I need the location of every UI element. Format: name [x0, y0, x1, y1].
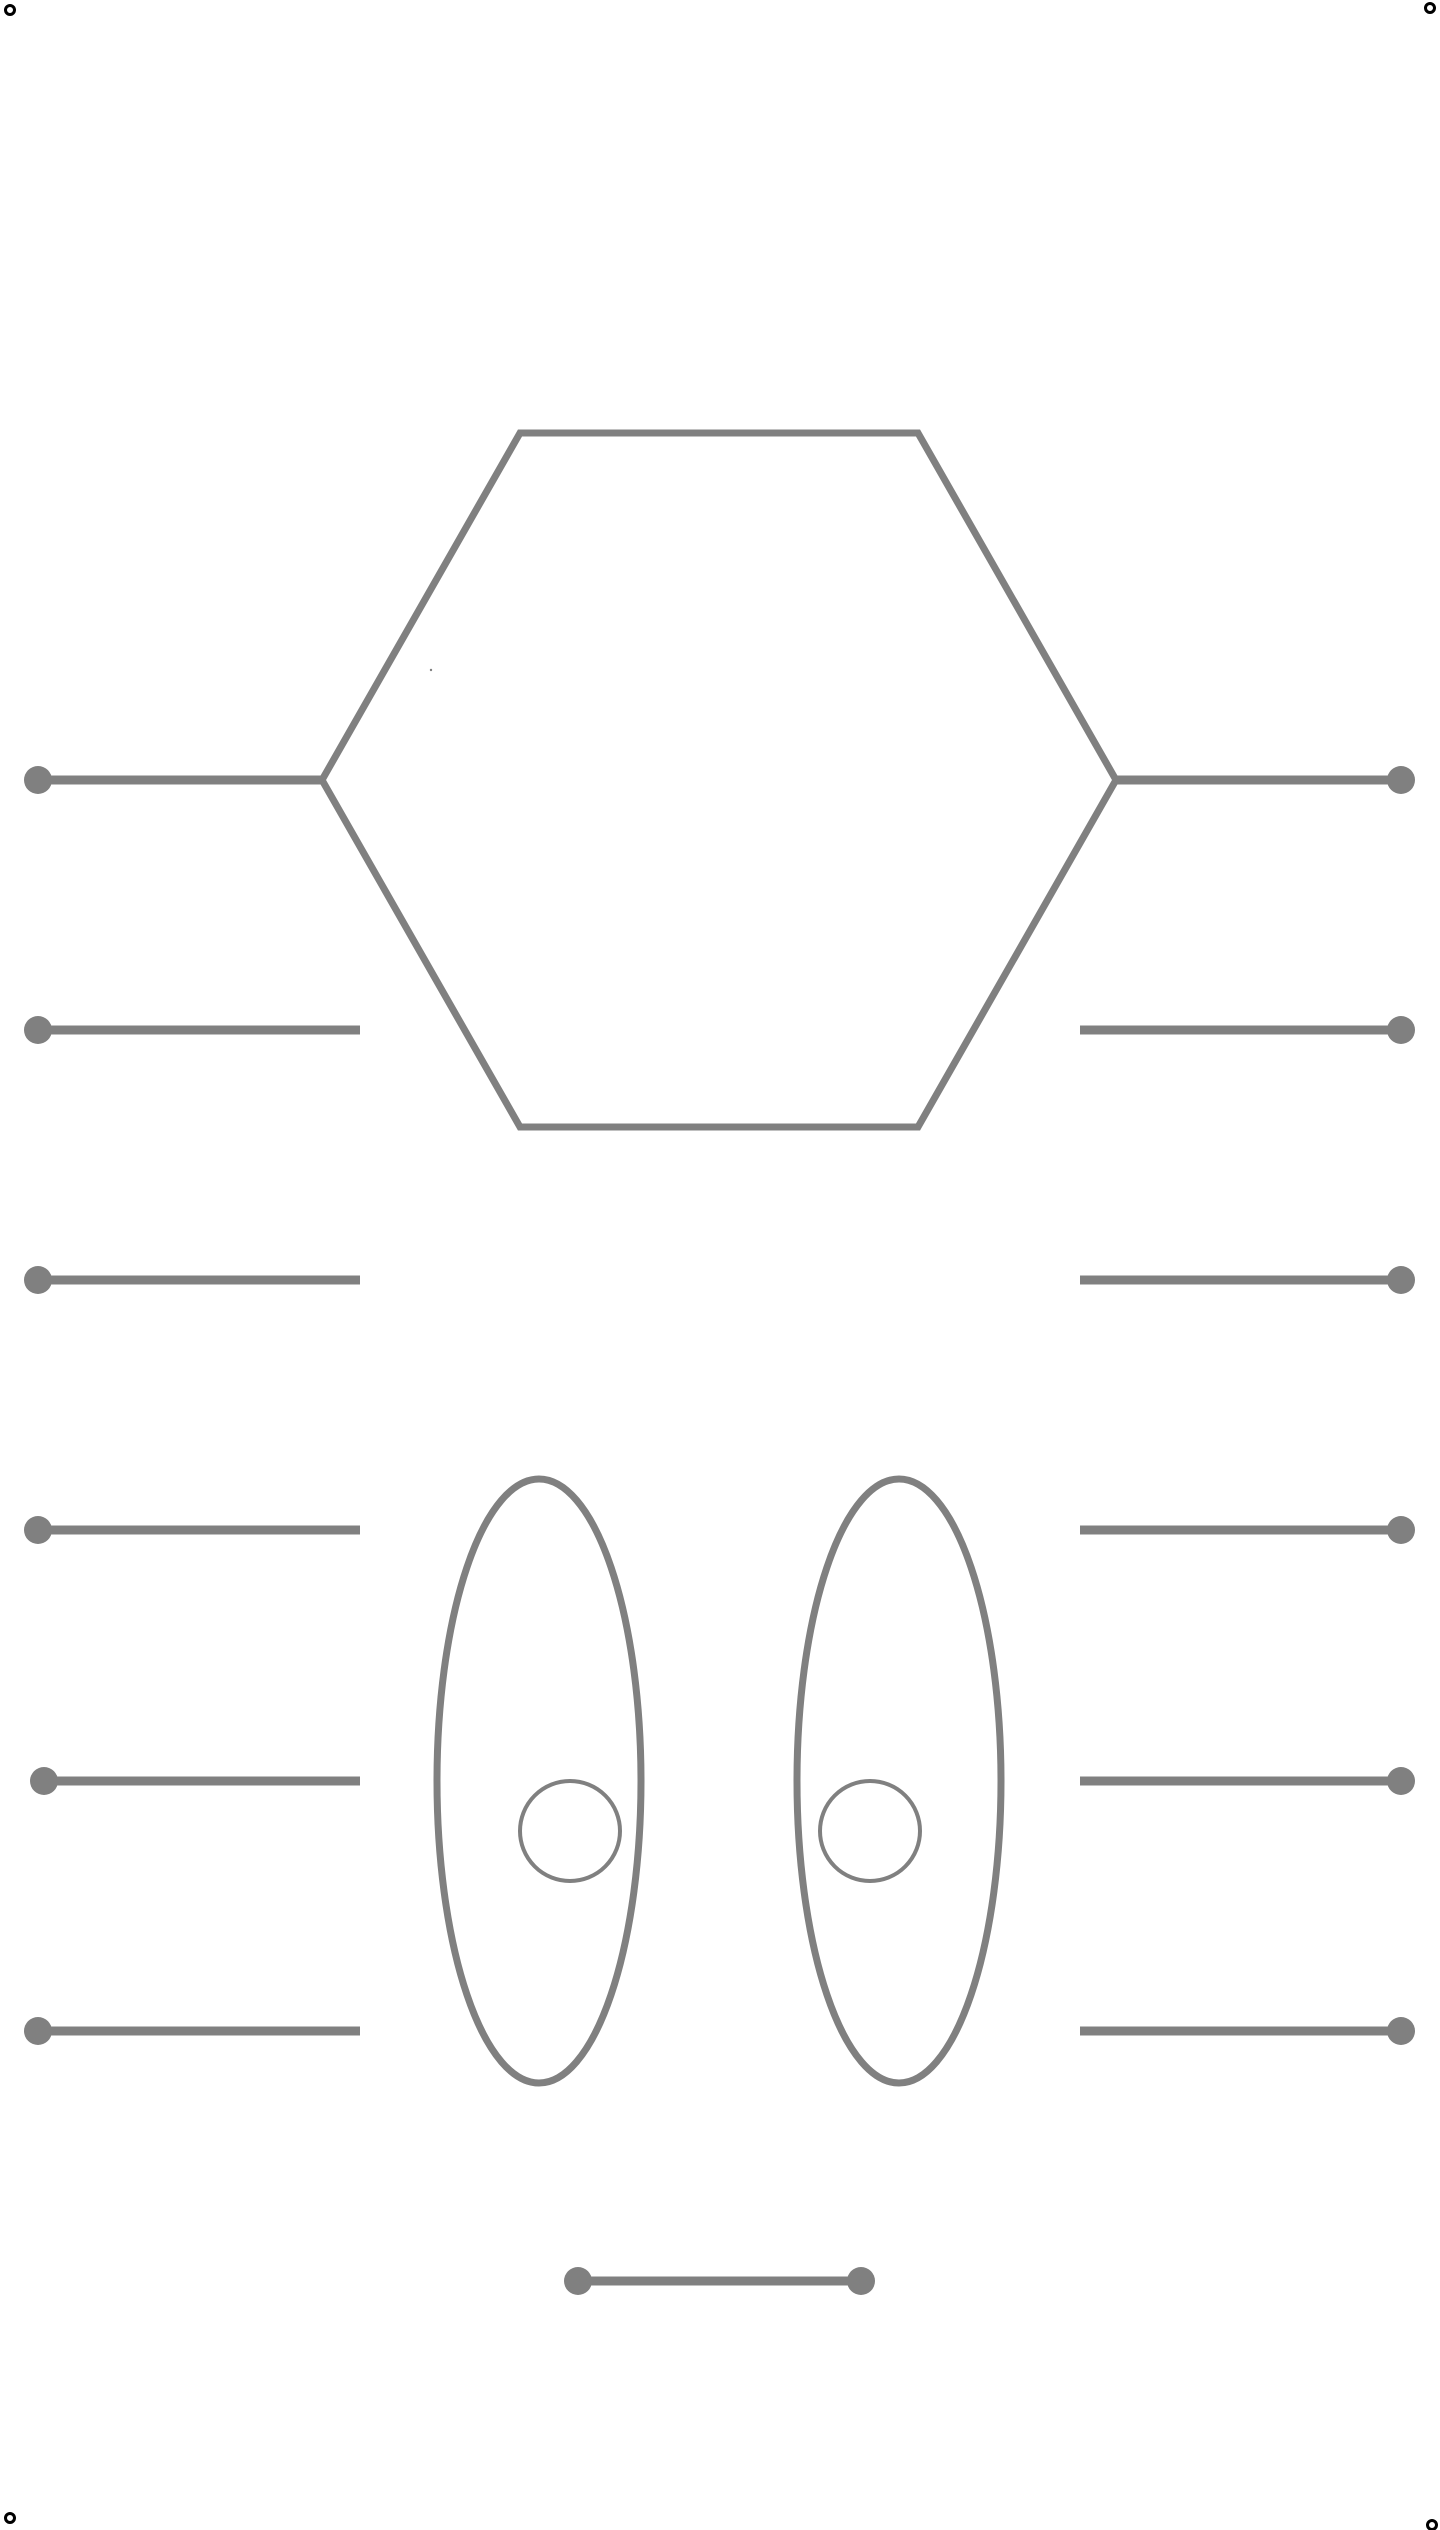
stray-mark	[429, 668, 433, 672]
left-connector-6-dot	[24, 2017, 52, 2045]
left-connector-3-dot	[24, 1266, 52, 1294]
left-connector-3	[24, 1266, 360, 1294]
left-connector-1	[24, 766, 322, 794]
left-connector-5-dot	[30, 1767, 58, 1795]
right-connector-2-dot	[1387, 1016, 1415, 1044]
left-connector-5	[30, 1767, 360, 1795]
right-connector-2	[1080, 1016, 1415, 1044]
left-inner-circle	[518, 1779, 622, 1883]
corner-markers	[4, 2, 1438, 2530]
left-connector-2-dot	[24, 1016, 52, 1044]
corner-marker-bottom-left	[4, 2512, 16, 2524]
diagram-shapes	[317, 429, 1121, 2087]
right-inner-circle	[818, 1779, 922, 1883]
left-connector-2	[24, 1016, 360, 1044]
right-connector-4-dot	[1387, 1516, 1415, 1544]
bottom-connector-right-dot	[847, 2267, 875, 2295]
hexagon-shape	[317, 429, 1121, 1131]
right-connector-1	[1116, 766, 1415, 794]
left-ellipse	[433, 1475, 645, 2087]
right-connectors	[1080, 766, 1415, 2045]
right-ellipse	[793, 1475, 1005, 2087]
corner-marker-bottom-right	[1426, 2519, 1438, 2530]
right-connector-3	[1080, 1266, 1415, 1294]
left-connectors	[24, 766, 360, 2045]
right-connector-6-dot	[1387, 2017, 1415, 2045]
right-connector-6	[1080, 2017, 1415, 2045]
right-connector-3-dot	[1387, 1266, 1415, 1294]
left-connector-4	[24, 1516, 360, 1544]
corner-marker-top-right	[1424, 2, 1436, 14]
right-connector-1-dot	[1387, 766, 1415, 794]
left-connector-4-dot	[24, 1516, 52, 1544]
right-connector-5-dot	[1387, 1767, 1415, 1795]
left-connector-6	[24, 2017, 360, 2045]
bottom-connector	[564, 2267, 875, 2295]
inner-circles	[518, 1779, 922, 1883]
corner-marker-top-left	[4, 4, 16, 16]
right-connector-5	[1080, 1767, 1415, 1795]
right-connector-4	[1080, 1516, 1415, 1544]
bottom-connector-left-dot	[564, 2267, 592, 2295]
left-connector-1-dot	[24, 766, 52, 794]
